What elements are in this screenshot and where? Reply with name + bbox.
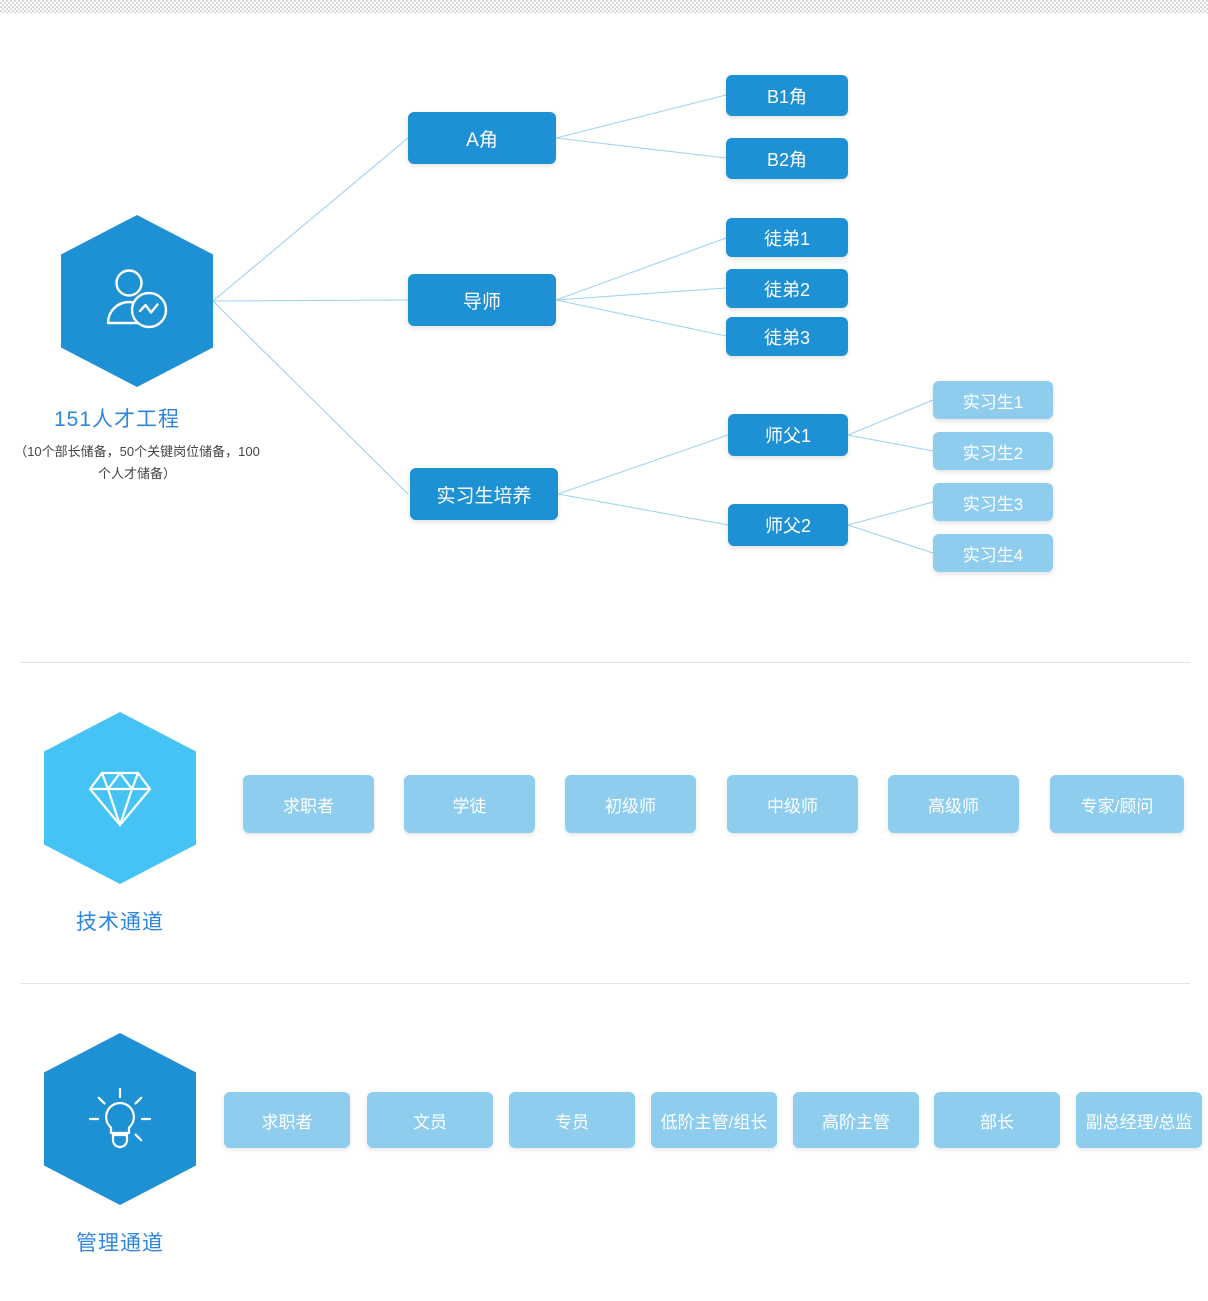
technical-channel-hex-group: 技术通道 [44, 712, 196, 936]
management-channel-hex-group: 管理通道 [44, 1033, 196, 1257]
tech-step-5[interactable]: 专家/顾问 [1050, 775, 1184, 833]
tech-step-0[interactable]: 求职者 [243, 775, 374, 833]
node-intern-3[interactable]: 实习生3 [933, 483, 1053, 521]
node-apprentice-2[interactable]: 徒弟2 [726, 269, 848, 308]
node-b1-role[interactable]: B1角 [726, 75, 848, 116]
talent-project-subtitle: （10个部长储备，50个关键岗位储备，100个人才储备） [14, 444, 260, 481]
node-intern-1[interactable]: 实习生1 [933, 381, 1053, 419]
talent-project-title: 151人才工程 [53, 408, 181, 431]
checkered-top-strip [0, 0, 1208, 13]
node-apprentice-1[interactable]: 徒弟1 [726, 218, 848, 257]
tech-step-4[interactable]: 高级师 [888, 775, 1019, 833]
mgmt-step-2[interactable]: 专员 [509, 1092, 635, 1148]
node-b2-role[interactable]: B2角 [726, 138, 848, 179]
technical-channel-hexagon [44, 712, 196, 884]
node-mentor[interactable]: 导师 [408, 274, 556, 326]
node-intern-4[interactable]: 实习生4 [933, 534, 1053, 572]
section-divider-1 [20, 662, 1190, 663]
node-master-2[interactable]: 师父2 [728, 504, 848, 546]
node-intern-training[interactable]: 实习生培养 [410, 468, 558, 520]
talent-project-hex-group: 151人才工程 （10个部长储备，50个关键岗位储备，100个人才储备） [14, 215, 260, 485]
mgmt-step-4[interactable]: 高阶主管 [793, 1092, 919, 1148]
mgmt-step-0[interactable]: 求职者 [224, 1092, 350, 1148]
tech-step-2[interactable]: 初级师 [565, 775, 696, 833]
tech-step-3[interactable]: 中级师 [727, 775, 858, 833]
mgmt-step-3[interactable]: 低阶主管/组长 [651, 1092, 777, 1148]
section-divider-2 [20, 983, 1190, 984]
node-a-role[interactable]: A角 [408, 112, 556, 164]
diamond-icon [88, 771, 152, 827]
person-chat-icon [106, 269, 168, 329]
management-channel-hexagon [44, 1033, 196, 1205]
node-master-1[interactable]: 师父1 [728, 414, 848, 456]
mgmt-step-5[interactable]: 部长 [934, 1092, 1060, 1148]
technical-channel-title: 技术通道 [76, 911, 164, 934]
lightbulb-icon [88, 1087, 152, 1149]
management-channel-title: 管理通道 [76, 1232, 164, 1255]
mgmt-step-1[interactable]: 文员 [367, 1092, 493, 1148]
tech-step-1[interactable]: 学徒 [404, 775, 535, 833]
node-apprentice-3[interactable]: 徒弟3 [726, 317, 848, 356]
node-intern-2[interactable]: 实习生2 [933, 432, 1053, 470]
mgmt-step-6[interactable]: 副总经理/总监 [1076, 1092, 1202, 1148]
talent-project-hexagon [61, 215, 213, 387]
